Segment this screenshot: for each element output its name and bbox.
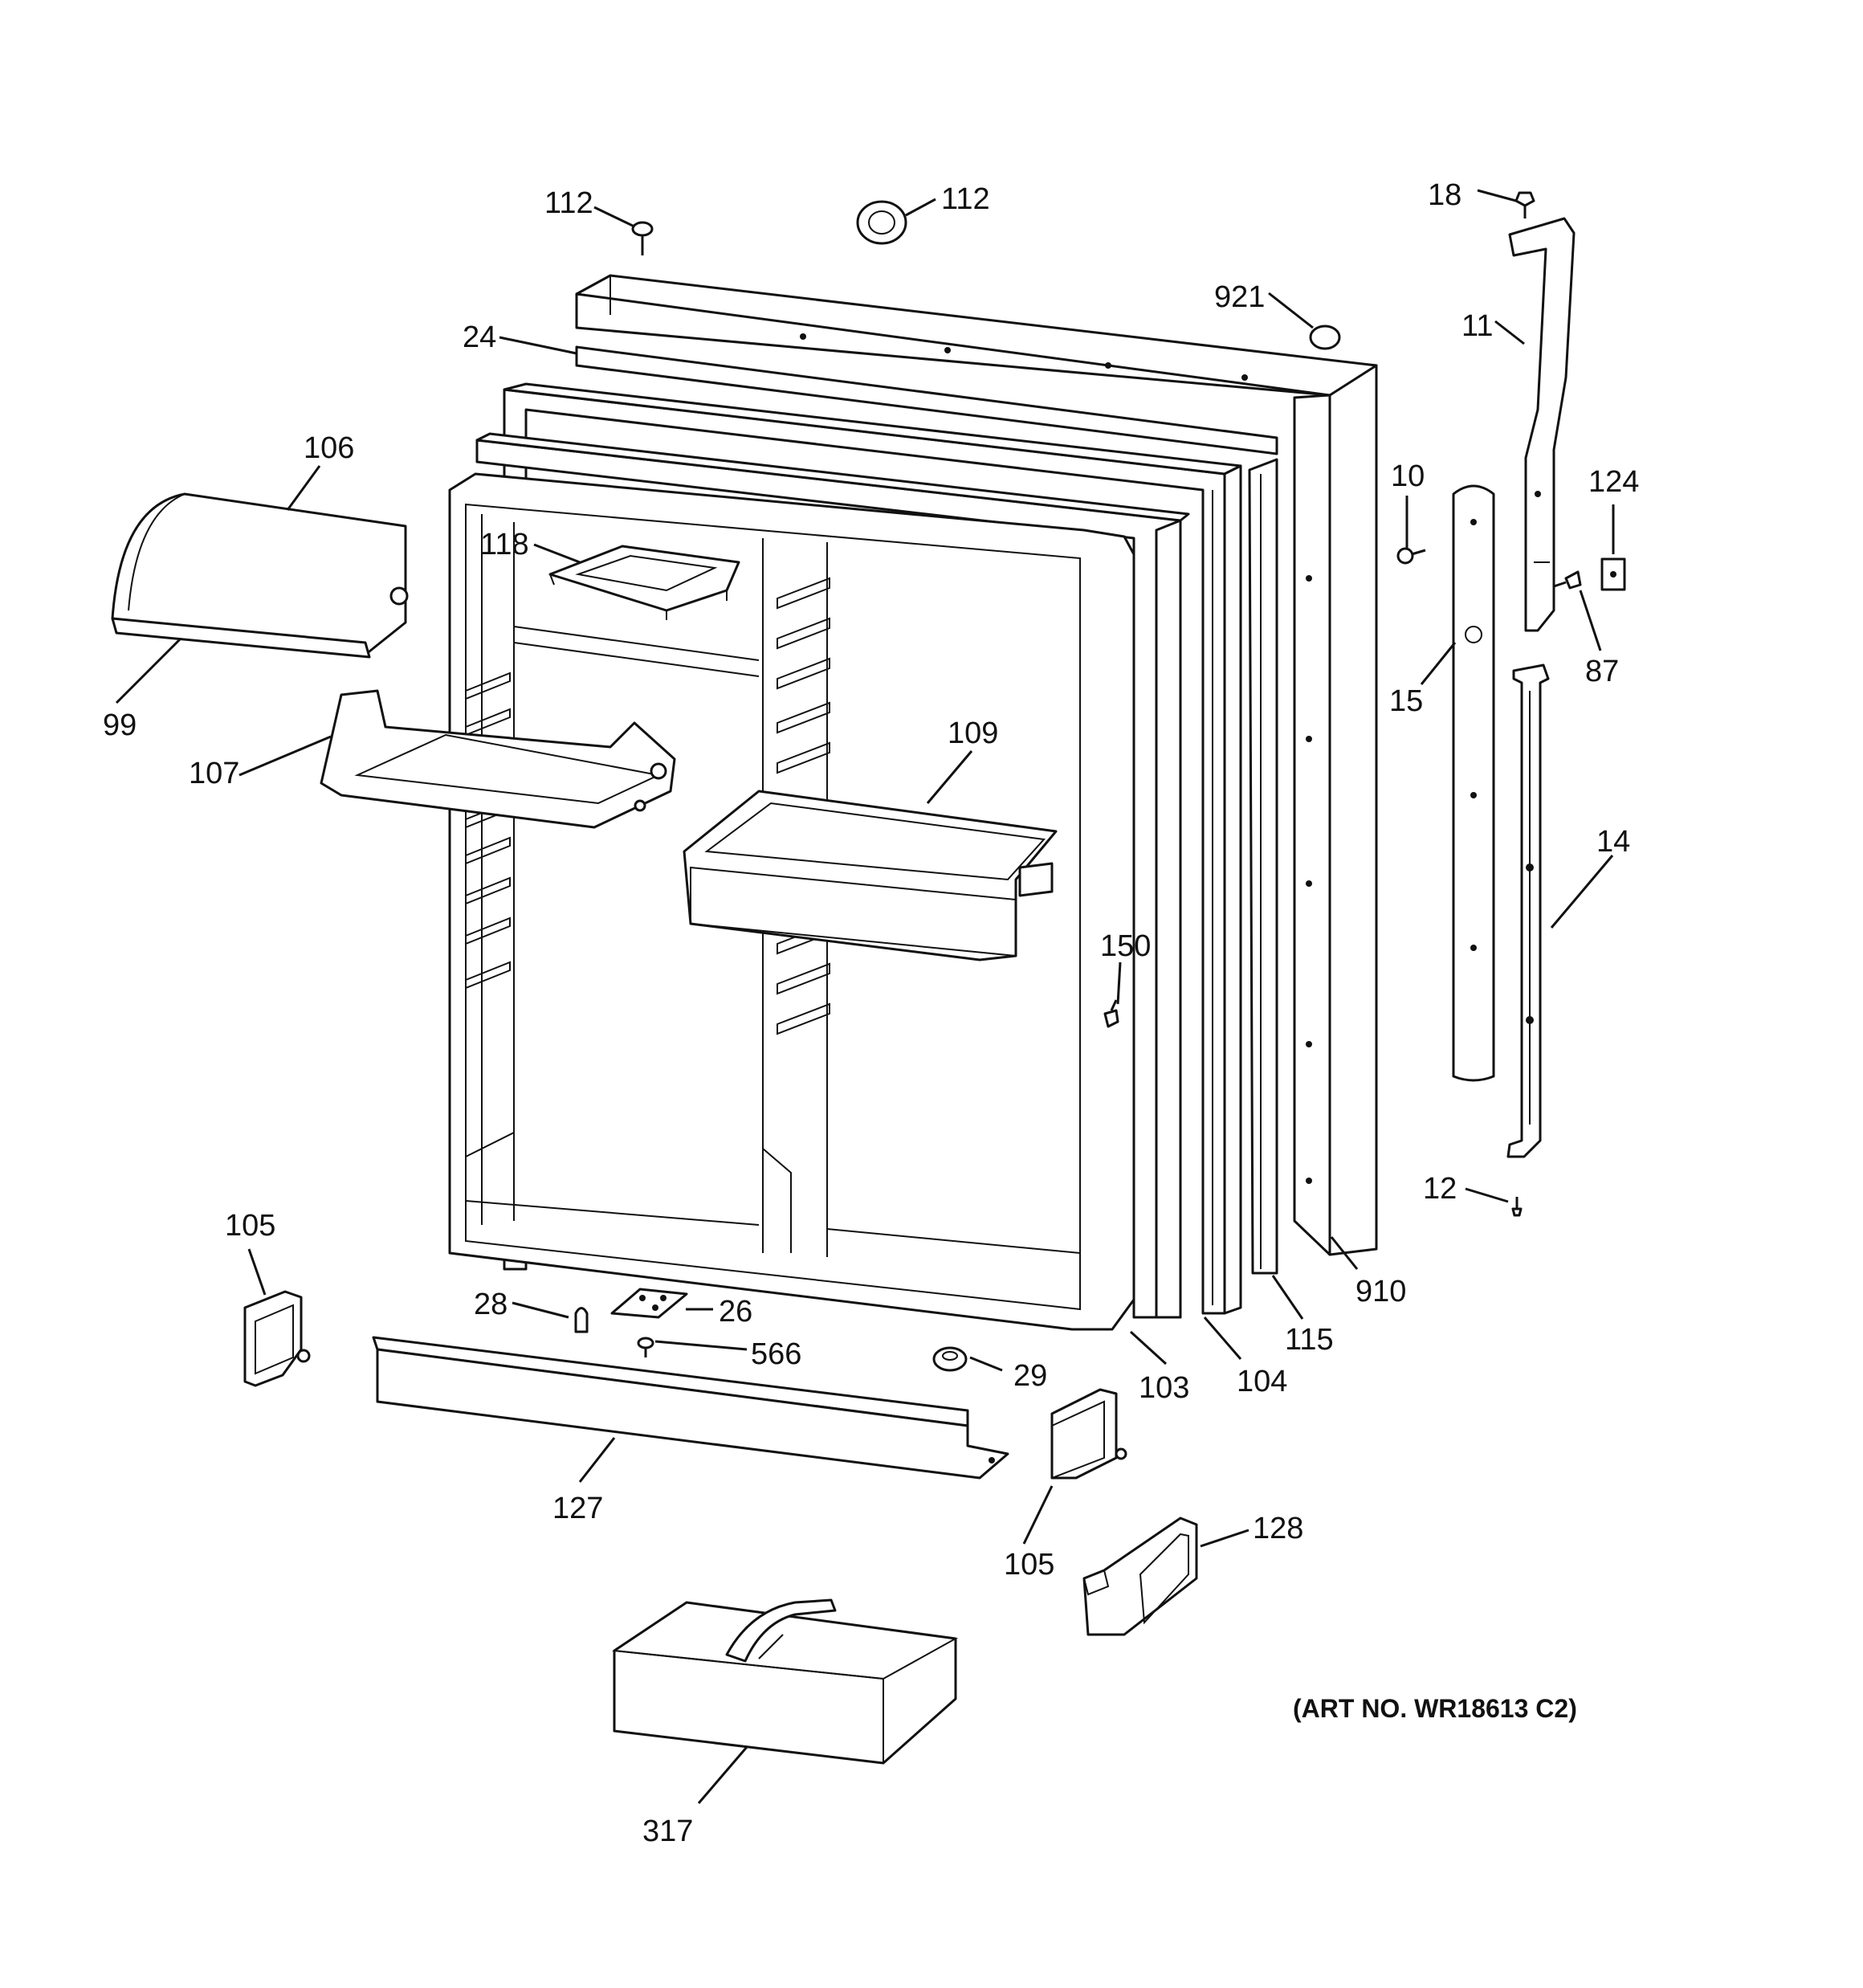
small-door-bin bbox=[1082, 1517, 1198, 1636]
callout-87: 87 bbox=[1585, 655, 1619, 688]
storage-tray bbox=[612, 1598, 959, 1765]
callout-29: 29 bbox=[1013, 1359, 1047, 1393]
callout-10: 10 bbox=[1391, 459, 1425, 493]
callout-128: 128 bbox=[1253, 1512, 1303, 1545]
callout-28: 28 bbox=[474, 1288, 508, 1321]
callout-labels: 112 112 18 921 24 11 106 10 124 118 99 8… bbox=[103, 178, 1639, 1848]
art-number: (ART NO. WR18613 C2) bbox=[1293, 1694, 1577, 1723]
outer-door-panel bbox=[575, 274, 1378, 1256]
callout-14: 14 bbox=[1596, 825, 1630, 859]
butter-dish bbox=[548, 545, 740, 620]
door-liner-shell bbox=[475, 432, 1190, 1319]
door-handle bbox=[1508, 217, 1576, 632]
dairy-compartment-door bbox=[111, 492, 409, 659]
leader-lines bbox=[115, 189, 1615, 1804]
callout-26: 26 bbox=[719, 1295, 752, 1329]
door-gasket-frame bbox=[503, 382, 1242, 1315]
callout-105-left: 105 bbox=[225, 1209, 275, 1243]
callout-99: 99 bbox=[103, 708, 137, 742]
callout-106: 106 bbox=[304, 431, 354, 465]
plate-screw bbox=[637, 1337, 654, 1357]
door-closure-cam-left bbox=[243, 1290, 311, 1387]
hinge-shim-plate bbox=[610, 1288, 688, 1319]
door-stop-screw bbox=[1103, 999, 1119, 1028]
handle-cap-screw bbox=[1396, 547, 1426, 565]
bottom-screw bbox=[1511, 1197, 1523, 1217]
door-bottom-trim bbox=[372, 1336, 1009, 1480]
callout-921: 921 bbox=[1214, 280, 1265, 314]
handle-bracket bbox=[1506, 663, 1550, 1158]
callout-105-right: 105 bbox=[1004, 1548, 1054, 1582]
callout-103: 103 bbox=[1139, 1371, 1189, 1405]
door-side-gasket-strip bbox=[1248, 458, 1278, 1275]
callout-150: 150 bbox=[1100, 929, 1151, 963]
callout-127: 127 bbox=[552, 1492, 603, 1525]
callout-12: 12 bbox=[1423, 1172, 1457, 1206]
callout-112-screw: 112 bbox=[544, 186, 593, 220]
door-top-liner-strip bbox=[575, 345, 1278, 455]
callout-18: 18 bbox=[1428, 178, 1461, 212]
callout-566: 566 bbox=[751, 1337, 801, 1371]
callout-11: 11 bbox=[1461, 309, 1493, 343]
callout-124: 124 bbox=[1588, 465, 1639, 499]
door-stop-pin bbox=[574, 1307, 589, 1333]
callout-118: 118 bbox=[480, 528, 529, 561]
callout-109: 109 bbox=[948, 716, 998, 750]
callout-910: 910 bbox=[1355, 1275, 1406, 1308]
door-bin-center bbox=[683, 790, 1058, 961]
door-top-plug bbox=[856, 200, 907, 245]
handle-screw bbox=[1514, 191, 1535, 218]
callout-112-plug: 112 bbox=[941, 182, 990, 216]
hinge-hole-plug bbox=[1309, 325, 1341, 350]
door-closure-cam-right bbox=[1050, 1388, 1127, 1480]
callout-15: 15 bbox=[1389, 684, 1423, 718]
bracket-screw bbox=[1553, 570, 1582, 590]
door-top-screw bbox=[631, 221, 654, 255]
callout-317: 317 bbox=[642, 1815, 693, 1848]
handle-clip bbox=[1600, 557, 1626, 591]
door-shelf-left bbox=[320, 689, 676, 829]
callout-107: 107 bbox=[189, 757, 239, 790]
callout-104: 104 bbox=[1237, 1365, 1287, 1398]
callout-115: 115 bbox=[1285, 1323, 1334, 1357]
callout-24: 24 bbox=[463, 320, 496, 354]
handle-trim-strip bbox=[1452, 484, 1495, 1082]
bottom-hole-plug bbox=[932, 1346, 968, 1372]
